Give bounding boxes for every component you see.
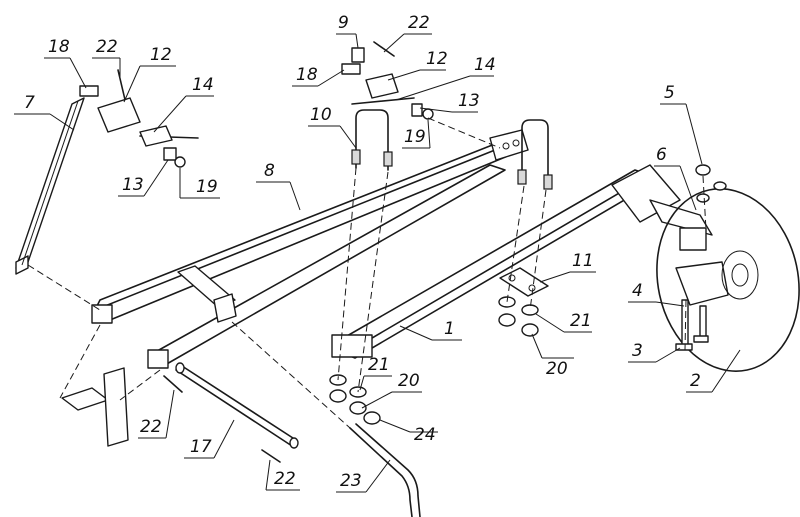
- part-10-u-bolt: [351, 109, 393, 171]
- callout-24: 24: [414, 425, 436, 445]
- hitch-assembly-left: [79, 69, 199, 168]
- part-7-bar: [15, 97, 85, 275]
- callout-3: 3: [632, 341, 643, 361]
- callout-18b: 18: [296, 65, 318, 85]
- part-2-disc: [656, 188, 800, 372]
- part-11-plate: [499, 267, 549, 297]
- callout-14b: 14: [474, 55, 496, 75]
- part-3-4-bolts: [675, 299, 709, 351]
- part-23-handle: [349, 411, 421, 517]
- callout-20b: 20: [398, 371, 420, 391]
- part-20-21-nuts: [329, 164, 727, 415]
- callout-21a: 21: [570, 311, 592, 331]
- callout-22d: 22: [274, 469, 296, 489]
- callout-11: 11: [572, 251, 594, 271]
- callout-2: 2: [690, 371, 701, 391]
- callout-14a: 14: [192, 75, 214, 95]
- callout-22a: 22: [96, 37, 118, 57]
- callout-17: 17: [190, 437, 212, 457]
- callout-20a: 20: [546, 359, 568, 379]
- part-6-bracket: [649, 199, 729, 306]
- hitch-assembly-center: [341, 41, 434, 120]
- callout-8: 8: [264, 161, 275, 181]
- callout-1: 1: [444, 319, 455, 339]
- callout-6: 6: [656, 145, 667, 165]
- callout-23: 23: [340, 471, 362, 491]
- part-u-bolt-2: [517, 119, 553, 190]
- callout-4: 4: [632, 281, 643, 301]
- callout-19a: 19: [196, 177, 218, 197]
- callout-10: 10: [310, 105, 332, 125]
- callout-7: 7: [24, 93, 35, 113]
- callout-22c: 22: [140, 417, 162, 437]
- part-17-axle: [163, 362, 299, 463]
- callout-19b: 19: [404, 127, 426, 147]
- callout-labels: 7 18 22 12 14 13 19 8 9 22 18 12 14 13 1…: [24, 13, 701, 491]
- callout-21b: 21: [368, 355, 390, 375]
- assembly-lines: [27, 117, 707, 429]
- callout-13a: 13: [122, 175, 144, 195]
- callout-12b: 12: [426, 49, 448, 69]
- part-8-frame: [91, 129, 529, 369]
- callout-5: 5: [664, 83, 675, 103]
- bottom-bracket: [61, 367, 129, 447]
- leader-lines: [14, 33, 741, 493]
- callout-22b: 22: [408, 13, 430, 33]
- callout-13b: 13: [458, 91, 480, 111]
- callout-12a: 12: [150, 45, 172, 65]
- callout-9: 9: [338, 13, 349, 33]
- callout-18a: 18: [48, 37, 70, 57]
